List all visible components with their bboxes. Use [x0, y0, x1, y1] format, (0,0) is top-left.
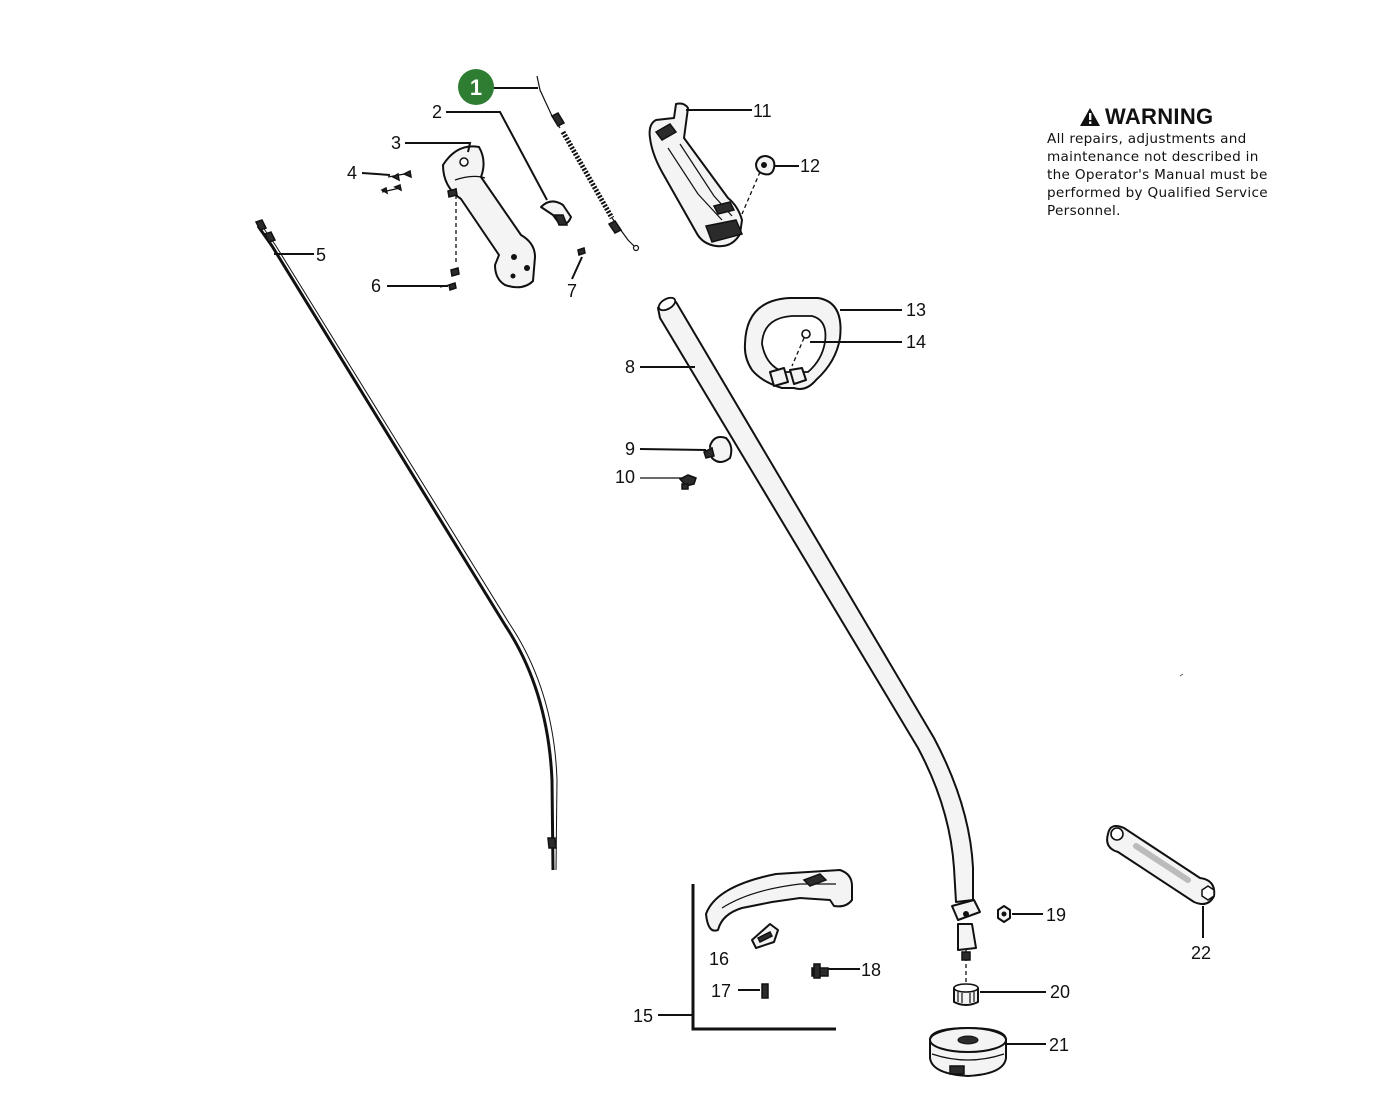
part-19-nut[interactable] — [997, 905, 1011, 923]
callout-7: 7 — [567, 256, 583, 301]
svg-text:2: 2 — [432, 102, 442, 122]
svg-text:6: 6 — [371, 276, 381, 296]
part-14-screw[interactable] — [791, 329, 811, 367]
warning-line: maintenance not described in — [1047, 149, 1259, 165]
part-17-screw[interactable] — [761, 983, 769, 999]
warning-triangle-icon — [1080, 108, 1100, 126]
part-9-knob[interactable] — [703, 436, 733, 463]
part-20-adapter[interactable] — [953, 983, 979, 1006]
svg-text:3: 3 — [391, 133, 401, 153]
svg-text:9: 9 — [625, 439, 635, 459]
svg-text:5: 5 — [316, 245, 326, 265]
callout-16: 16 — [709, 949, 729, 969]
svg-text:16: 16 — [709, 949, 729, 969]
callout-20: 20 — [980, 982, 1070, 1002]
part-10-screw[interactable] — [678, 474, 697, 490]
warning-title-text: WARNING — [1105, 104, 1214, 129]
svg-text:7: 7 — [567, 281, 577, 301]
part-11-handle-housing[interactable] — [648, 102, 744, 248]
callout-18: 18 — [828, 960, 881, 980]
callout-2: 2 — [432, 102, 548, 201]
warning-line: the Operator's Manual must be — [1047, 167, 1268, 183]
warning-body: All repairs, adjustments and maintenance… — [1047, 130, 1307, 220]
callout-3: 3 — [391, 133, 472, 153]
callout-22: 22 — [1191, 906, 1211, 963]
svg-text:13: 13 — [906, 300, 926, 320]
callout-15: 15 — [633, 1006, 693, 1026]
svg-text:19: 19 — [1046, 905, 1066, 925]
svg-text:4: 4 — [347, 163, 357, 183]
part-16-guard[interactable] — [705, 869, 853, 949]
svg-text:10: 10 — [615, 467, 635, 487]
callout-13: 13 — [840, 300, 926, 320]
callout-21: 21 — [1006, 1035, 1069, 1055]
warning-note: WARNING All repairs, adjustments and mai… — [1047, 104, 1307, 220]
svg-text:8: 8 — [625, 357, 635, 377]
part-1-throttle-cable[interactable] — [536, 75, 640, 252]
callout-11: 11 — [686, 101, 772, 121]
part-4-screws[interactable] — [380, 169, 458, 265]
svg-text:12: 12 — [800, 156, 820, 176]
svg-text:15: 15 — [633, 1006, 653, 1026]
stray-mark — [1179, 673, 1184, 677]
callout-17: 17 — [711, 981, 760, 1001]
part-7-spring-pin[interactable] — [577, 247, 586, 256]
svg-text:14: 14 — [906, 332, 926, 352]
callout-12: 12 — [774, 156, 820, 176]
warning-line: performed by Qualified Service — [1047, 185, 1268, 201]
part-12-nut[interactable] — [741, 155, 776, 215]
callout-4: 4 — [347, 163, 391, 183]
svg-text:21: 21 — [1049, 1035, 1069, 1055]
callout-10: 10 — [615, 467, 684, 487]
part-22-wrench[interactable] — [1106, 825, 1216, 905]
callout-9: 9 — [625, 439, 707, 459]
callout-1[interactable]: 1 — [458, 69, 538, 105]
part-18-screw[interactable] — [811, 963, 829, 979]
callout-1-label: 1 — [470, 75, 482, 100]
svg-text:18: 18 — [861, 960, 881, 980]
part-13-loop-handle[interactable] — [743, 297, 842, 390]
callout-5: 5 — [274, 245, 326, 265]
svg-text:20: 20 — [1050, 982, 1070, 1002]
warning-title: WARNING — [1079, 104, 1307, 130]
warning-line: Personnel. — [1047, 203, 1121, 219]
svg-text:17: 17 — [711, 981, 731, 1001]
svg-text:11: 11 — [753, 101, 772, 121]
callout-8: 8 — [625, 357, 695, 377]
callout-19: 19 — [1012, 905, 1066, 925]
part-8-shaft-housing[interactable] — [657, 295, 981, 984]
callout-14: 14 — [810, 332, 926, 352]
svg-text:22: 22 — [1191, 943, 1211, 963]
part-3-rear-handle[interactable] — [442, 145, 536, 289]
part-21-trimmer-head[interactable] — [929, 1027, 1007, 1077]
callout-6: 6 — [371, 276, 448, 296]
warning-line: All repairs, adjustments and — [1047, 131, 1247, 147]
part-2-throttle-trigger[interactable] — [540, 200, 572, 226]
part-5-drive-shaft[interactable] — [254, 219, 558, 871]
part-15-guard-assembly[interactable] — [691, 884, 836, 1031]
